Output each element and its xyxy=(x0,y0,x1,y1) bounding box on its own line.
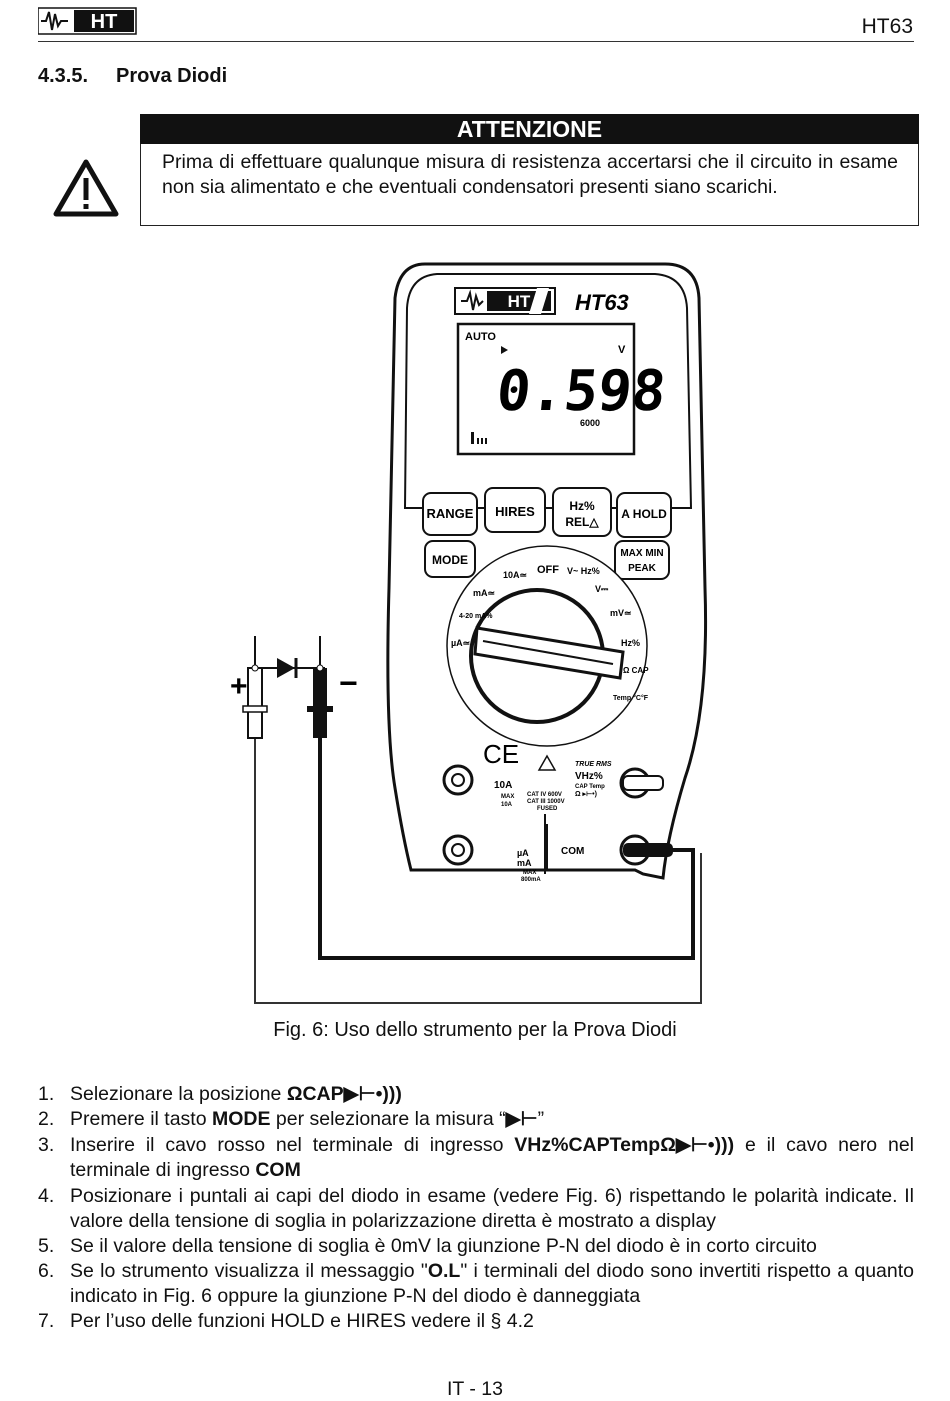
warning-small-icon xyxy=(537,754,557,771)
black-lead-wire xyxy=(318,678,695,960)
dial-vdc: V⎓ xyxy=(595,584,609,594)
page-number: IT - 13 xyxy=(447,1378,503,1400)
step-number: 6. xyxy=(38,1260,55,1282)
dial-temp: Temp °C°F xyxy=(613,694,649,702)
warning-title: ATTENZIONE xyxy=(140,114,919,144)
figure-caption: Fig. 6: Uso dello strumento per la Prova… xyxy=(273,1019,677,1041)
step-number: 2. xyxy=(38,1108,55,1130)
hires-button-label: HIRES xyxy=(495,504,535,519)
jack-labels: 10A MAX 10A CAT IV 600V CAT III 1000V FU… xyxy=(494,761,612,883)
multimeter-figure: + − HT HT63 AUTO V 0.598 6000 RANGE HIRE… xyxy=(230,262,708,1004)
svg-text:10A: 10A xyxy=(501,802,513,808)
svg-text:10A: 10A xyxy=(494,780,512,791)
dial-vac: V~ Hz% xyxy=(567,566,600,576)
svg-text:µA: µA xyxy=(517,848,529,858)
range-button-label: RANGE xyxy=(427,506,474,521)
svg-text:CAT III 1000V: CAT III 1000V xyxy=(527,799,565,805)
step-3: 3. Inserire il cavo rosso nel terminale … xyxy=(38,1134,915,1181)
step-number: 3. xyxy=(38,1134,55,1156)
rotary-dial: OFF 10A≃ V~ Hz% V⎓ mA≃ 4-20 mA% mV≃ µA≃ … xyxy=(446,545,649,747)
minus-sign: − xyxy=(339,665,358,701)
step-number: 5. xyxy=(38,1235,55,1257)
plus-sign: + xyxy=(230,670,248,703)
header-model: HT63 xyxy=(861,15,913,38)
svg-text:PEAK: PEAK xyxy=(628,563,657,574)
black-plug xyxy=(623,843,673,857)
meter-logo: HT xyxy=(454,287,556,315)
red-plug xyxy=(622,775,664,791)
svg-text:MAX MIN: MAX MIN xyxy=(620,548,663,559)
ce-mark: CE xyxy=(483,739,519,769)
step-7: 7. Per l’uso delle funzioni HOLD e HIRES… xyxy=(38,1310,534,1332)
svg-text:VHz%: VHz% xyxy=(575,771,603,782)
meter-model: HT63 xyxy=(575,290,629,315)
warning-triangle-icon xyxy=(53,159,119,217)
dial-hz: Hz% xyxy=(621,638,640,648)
svg-text:TRUE RMS: TRUE RMS xyxy=(575,761,612,768)
lcd-display: AUTO V 0.598 6000 xyxy=(456,322,669,456)
red-lead-wire xyxy=(254,678,702,1004)
diode-symbol xyxy=(251,658,325,678)
dial-ua: µA≃ xyxy=(451,638,470,648)
step-number: 4. xyxy=(38,1185,55,1207)
step-number: 7. xyxy=(38,1310,55,1332)
warning-text: Prima di effettuare qualunque misura di … xyxy=(162,151,898,198)
svg-text:COM: COM xyxy=(561,846,584,857)
input-jacks xyxy=(442,764,673,866)
diode-icon: ▶⊢ xyxy=(505,1108,538,1130)
ahold-button-label: A HOLD xyxy=(621,507,667,521)
hz-rel-button-label: Hz% xyxy=(569,499,595,513)
display-auto: AUTO xyxy=(465,331,496,343)
ht-logo-text: HT xyxy=(91,11,118,33)
svg-text:MAX: MAX xyxy=(501,794,514,800)
black-probe xyxy=(307,636,333,738)
display-unit: V xyxy=(618,344,626,356)
step-number: 1. xyxy=(38,1083,55,1105)
step-2: 2. Premere il tasto MODE per selezionare… xyxy=(38,1108,545,1130)
dial-ohm-cap: Ω CAP xyxy=(623,666,649,675)
step-1: 1. Selezionare la posizione ΩCAP▶⊢•))) xyxy=(38,1083,402,1105)
svg-text:CAP Temp: CAP Temp xyxy=(575,784,605,790)
svg-text:MAX: MAX xyxy=(523,870,536,876)
dial-420: 4-20 mA% xyxy=(459,613,493,620)
meter-buttons: RANGE HIRES Hz% REL△ A HOLD MODE MAX MIN… xyxy=(422,487,672,580)
svg-text:FUSED: FUSED xyxy=(537,806,558,812)
section-title: Prova Diodi xyxy=(116,65,228,87)
step-6: 6. Se lo strumento visualizza il messagg… xyxy=(38,1260,914,1307)
section-number: 4.3.5. xyxy=(38,65,89,87)
svg-text:800mA: 800mA xyxy=(521,877,541,883)
display-count: 6000 xyxy=(580,418,600,428)
dial-mv: mV≃ xyxy=(610,608,632,618)
display-reading: 0.598 xyxy=(494,359,669,424)
dial-off: OFF xyxy=(537,564,559,576)
svg-text:REL△: REL△ xyxy=(565,515,599,529)
ht-logo: HT xyxy=(38,7,137,35)
svg-text:mA: mA xyxy=(517,858,532,868)
diode-continuity-icon: ▶⊢•))) xyxy=(675,1134,735,1156)
step-5: 5. Se il valore della tensione di soglia… xyxy=(38,1235,817,1257)
svg-text:CAT IV 600V: CAT IV 600V xyxy=(527,792,562,798)
header-rule xyxy=(38,41,914,42)
svg-text:Ω ▸⊢•): Ω ▸⊢•) xyxy=(575,790,597,798)
mode-button-label: MODE xyxy=(432,553,468,567)
dial-ma: mA≃ xyxy=(473,588,495,598)
step-4: 4. Posizionare i puntali ai capi del dio… xyxy=(38,1185,914,1232)
diode-continuity-icon: ▶⊢•))) xyxy=(343,1083,402,1105)
dial-10a: 10A≃ xyxy=(503,570,527,580)
svg-text:HT: HT xyxy=(508,292,531,311)
